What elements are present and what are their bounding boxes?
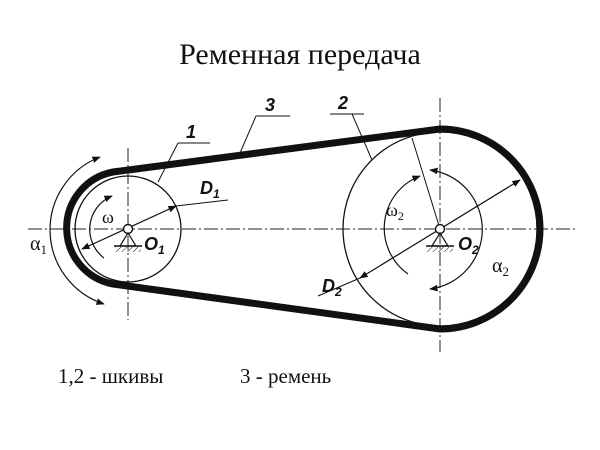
pulley-1 bbox=[74, 175, 182, 283]
o1-label: O1 bbox=[144, 234, 165, 257]
omega2-label: ω2 bbox=[386, 200, 404, 223]
o2-label: O2 bbox=[458, 234, 479, 257]
leader-1 bbox=[157, 142, 179, 183]
belt-number-label: 3 bbox=[265, 95, 275, 115]
alpha1-arc bbox=[49, 156, 105, 305]
omega1-arc bbox=[89, 195, 113, 259]
alpha2-label: α2 bbox=[492, 255, 509, 279]
alpha1-label: α1 bbox=[30, 233, 47, 257]
d2-label: D2 bbox=[322, 276, 342, 299]
d1-leader bbox=[175, 199, 229, 207]
caption-belt: 3 - ремень bbox=[240, 364, 332, 388]
omega1-label: ω bbox=[102, 207, 114, 227]
pulley2-number-label: 2 bbox=[337, 93, 348, 113]
center-o1 bbox=[114, 223, 142, 252]
center-o2 bbox=[426, 223, 454, 252]
caption-pulleys: 1,2 - шкивы bbox=[58, 364, 164, 388]
d1-label: D1 bbox=[200, 178, 220, 201]
belt bbox=[63, 125, 544, 333]
pulley2-radius-line bbox=[411, 137, 441, 230]
leader-2 bbox=[351, 113, 373, 161]
d2-leader bbox=[317, 277, 361, 297]
page-title: Ременная передача bbox=[179, 38, 421, 71]
pulley1-number-label: 1 bbox=[186, 122, 196, 142]
leader-3 bbox=[239, 115, 257, 154]
